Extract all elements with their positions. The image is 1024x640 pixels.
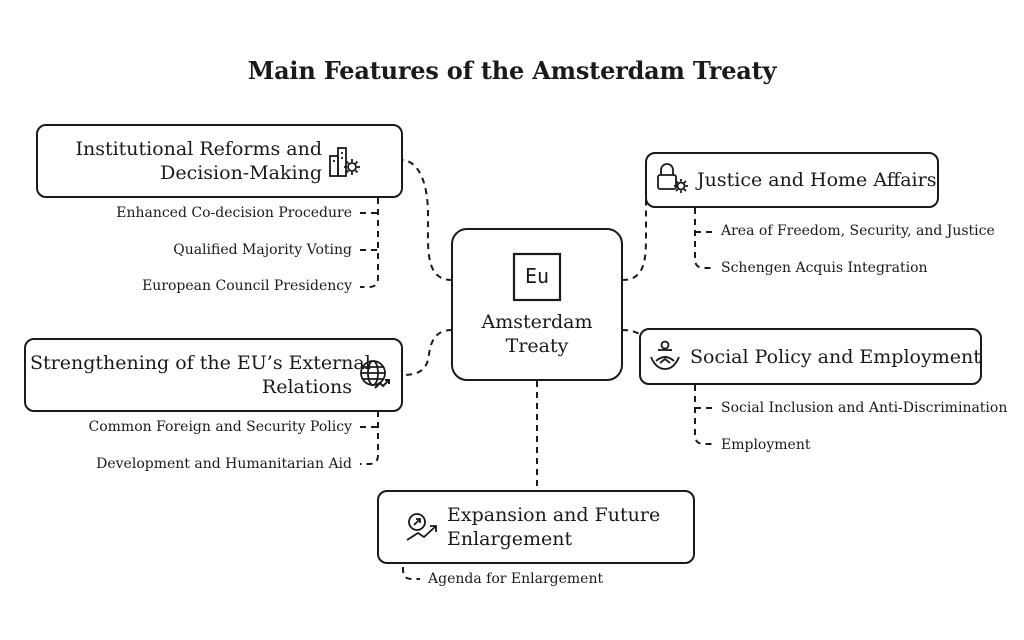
link-justice-items [694, 208, 714, 269]
node-institutional-line2: Decision-Making [160, 162, 322, 184]
eu-badge-icon [512, 252, 562, 302]
center-label-line1: Amsterdam [481, 311, 593, 333]
link-external [402, 329, 453, 376]
external-item-2: Development and Humanitarian Aid [96, 456, 352, 472]
node-social-label: Social Policy and Employment [690, 346, 981, 368]
link-institutional-items [360, 198, 379, 288]
node-external[interactable] [24, 338, 403, 412]
node-expansion-label: Expansion and Future Enlargement [447, 503, 660, 551]
node-institutional-label: Institutional Reforms and Decision-Makin… [60, 137, 322, 185]
node-expansion-line2: Enlargement [447, 528, 573, 550]
expansion-item-1: Agenda for Enlargement [428, 571, 604, 587]
eu-badge-text: Eu [524, 264, 550, 288]
center-label: Amsterdam Treaty [452, 310, 622, 358]
node-expansion[interactable] [377, 490, 695, 564]
node-external-line2: Relations [261, 376, 352, 398]
link-institutional [402, 159, 453, 281]
node-external-line1: Strengthening of the EU’s External [30, 352, 371, 374]
center-label-line2: Treaty [505, 335, 569, 357]
helping-hands-icon [650, 340, 680, 370]
social-item-2: Employment [721, 437, 811, 453]
node-institutional-line1: Institutional Reforms and [75, 138, 322, 160]
node-justice-label: Justice and Home Affairs [697, 169, 937, 191]
buildings-gear-icon [329, 147, 360, 177]
institutional-item-1: Enhanced Co-decision Procedure [116, 205, 352, 221]
link-justice [621, 179, 661, 281]
node-justice[interactable] [645, 152, 939, 208]
growth-arrow-icon [406, 513, 437, 541]
node-social[interactable] [639, 328, 982, 385]
link-social-items [694, 385, 714, 445]
link-expansion-items [402, 556, 420, 580]
node-external-label: Strengthening of the EU’s External Relat… [30, 351, 371, 399]
node-center[interactable] [451, 228, 623, 381]
institutional-item-3: European Council Presidency [142, 278, 352, 294]
diagram-title: Main Features of the Amsterdam Treaty [247, 56, 777, 85]
institutional-item-2: Qualified Majority Voting [173, 242, 352, 258]
node-expansion-line1: Expansion and Future [447, 504, 661, 526]
social-item-1: Social Inclusion and Anti-Discrimination [721, 400, 1008, 416]
justice-item-2: Schengen Acquis Integration [721, 260, 928, 276]
link-external-items [360, 411, 379, 465]
justice-item-1: Area of Freedom, Security, and Justice [721, 223, 995, 239]
lock-gear-icon [657, 163, 688, 193]
node-institutional[interactable] [36, 124, 403, 198]
globe-trend-icon [360, 360, 390, 389]
external-item-1: Common Foreign and Security Policy [88, 419, 353, 435]
